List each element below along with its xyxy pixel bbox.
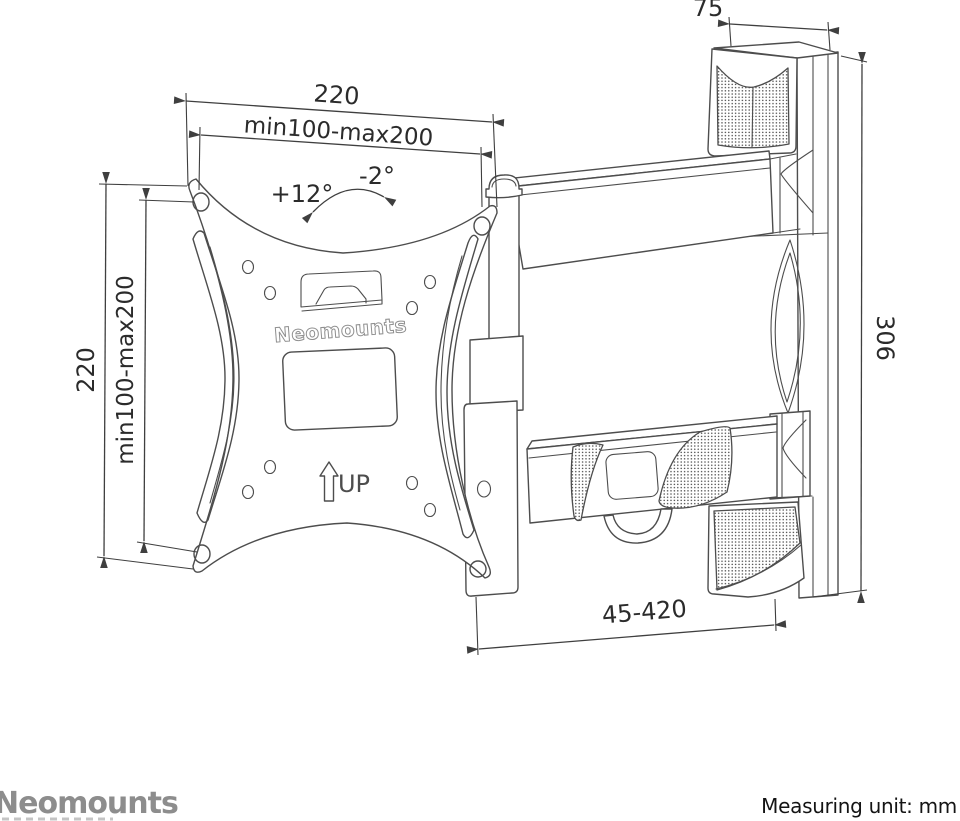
tilt-down-label: -2° [359, 162, 395, 190]
vesa-hole [423, 274, 437, 290]
footer: Neomounts Measuring unit: mm [0, 786, 957, 821]
dim-label-vesa-width: min100-max200 [243, 112, 434, 151]
dim-label-bracket-depth: 75 [693, 0, 724, 22]
vesa-hole [405, 475, 419, 491]
tilt-arc [301, 188, 397, 224]
vesa-hole [423, 502, 437, 518]
cable-hook [603, 508, 673, 544]
up-label: UP [338, 470, 370, 498]
lower-arm-cutout [605, 451, 659, 500]
hinge-cap [485, 174, 523, 199]
screw-hole [469, 560, 487, 578]
dim-line-plate-width [173, 96, 505, 127]
center-cutout [282, 347, 398, 431]
handle-cutout [300, 270, 383, 312]
measuring-unit-label: Measuring unit: mm [761, 794, 957, 818]
dim-label-bracket-height: 306 [871, 315, 899, 361]
brand-logo: Neomounts [0, 786, 178, 821]
vesa-hole [405, 300, 419, 316]
dim-line-arm-reach [466, 620, 787, 654]
tilt-up-label: +12° [271, 180, 334, 208]
dim-line-bracket-height [857, 51, 866, 604]
wall-plate [796, 51, 839, 599]
vesa-hole [241, 259, 255, 275]
lower-arm-pad-right [658, 426, 733, 509]
vesa-slot-left [192, 230, 240, 523]
dim-label-plate-width: 220 [313, 79, 361, 110]
screw-hole [193, 544, 211, 564]
lower-arm [526, 415, 778, 544]
vesa-hole [241, 484, 255, 500]
dim-label-vesa-height: min100-max200 [113, 275, 139, 465]
vesa-slot-right [435, 234, 479, 539]
dim-line-plate-height [100, 171, 110, 569]
wall-bracket [707, 41, 839, 599]
up-arrow-icon [319, 461, 339, 502]
vesa-hole [263, 285, 277, 301]
dim-line-bracket-depth [717, 19, 840, 35]
upper-arm [504, 150, 801, 270]
tab-hole [476, 480, 492, 498]
vesa-plate-outline [188, 178, 498, 579]
dim-label-plate-height: 220 [72, 347, 100, 393]
vesa-plate: Neomounts UP [188, 178, 498, 579]
vesa-hole [263, 459, 277, 475]
upper-arm-tab [469, 335, 524, 414]
screw-hole [473, 216, 491, 236]
dim-line-vesa-width [188, 130, 493, 159]
dim-line-vesa-height [140, 187, 150, 554]
dim-label-arm-reach: 45-420 [601, 595, 688, 630]
lower-arm-pad-left [570, 442, 604, 522]
